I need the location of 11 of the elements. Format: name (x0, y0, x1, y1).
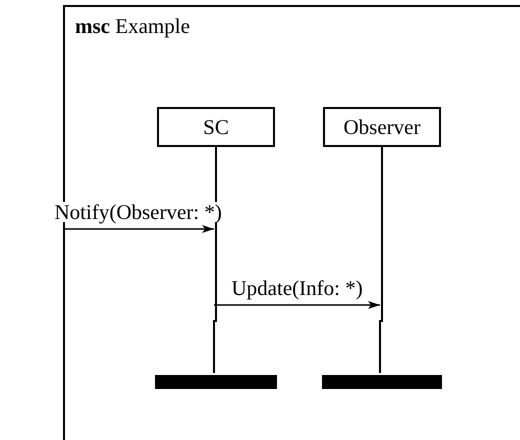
lifeline (213, 320, 215, 373)
message-label: Notify(Observer: *) (54, 202, 222, 222)
instance-head-box: Observer (323, 107, 441, 147)
frame-title: msc Example (75, 14, 190, 38)
lifeline (379, 320, 381, 373)
instance-head-box: SC (157, 107, 275, 147)
instance-end-bar (322, 375, 442, 389)
message-arrow (63, 225, 214, 233)
message-label: Update(Info: *) (232, 278, 363, 298)
message-arrow (214, 301, 380, 309)
instance-end-bar (155, 375, 277, 389)
